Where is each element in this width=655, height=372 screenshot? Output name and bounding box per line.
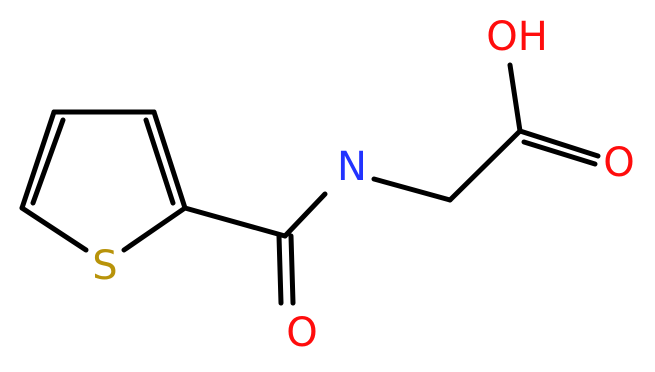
bond-acid-co-a <box>517 128 601 159</box>
bond-ring-c3-c4 <box>19 109 57 211</box>
atom-nitrogen: N <box>337 144 367 190</box>
bond-amide-co-a <box>276 233 284 306</box>
bond-amide-co-b <box>288 233 296 306</box>
bond-acid-co-b <box>521 139 598 167</box>
atom-sulfur: S <box>92 243 117 289</box>
bond-ch2-cooh <box>447 128 523 203</box>
bond-carbonyl-n <box>282 191 328 239</box>
atom-oxygen-amide: O <box>286 310 317 356</box>
bond-ring-double-left <box>30 117 66 206</box>
bond-ring-double-right <box>143 117 176 206</box>
bond-acid-oh <box>507 62 523 134</box>
bond-ring-c5-c2 <box>151 109 188 211</box>
bond-ring-s-c3 <box>19 205 89 253</box>
bond-n-ch2 <box>371 176 453 203</box>
bond-ring-carbonyl <box>182 205 288 239</box>
bond-ring-c2-s <box>121 205 188 253</box>
atom-hydroxyl: OH <box>486 14 548 60</box>
atom-oxygen-carbonyl: O <box>603 140 634 186</box>
